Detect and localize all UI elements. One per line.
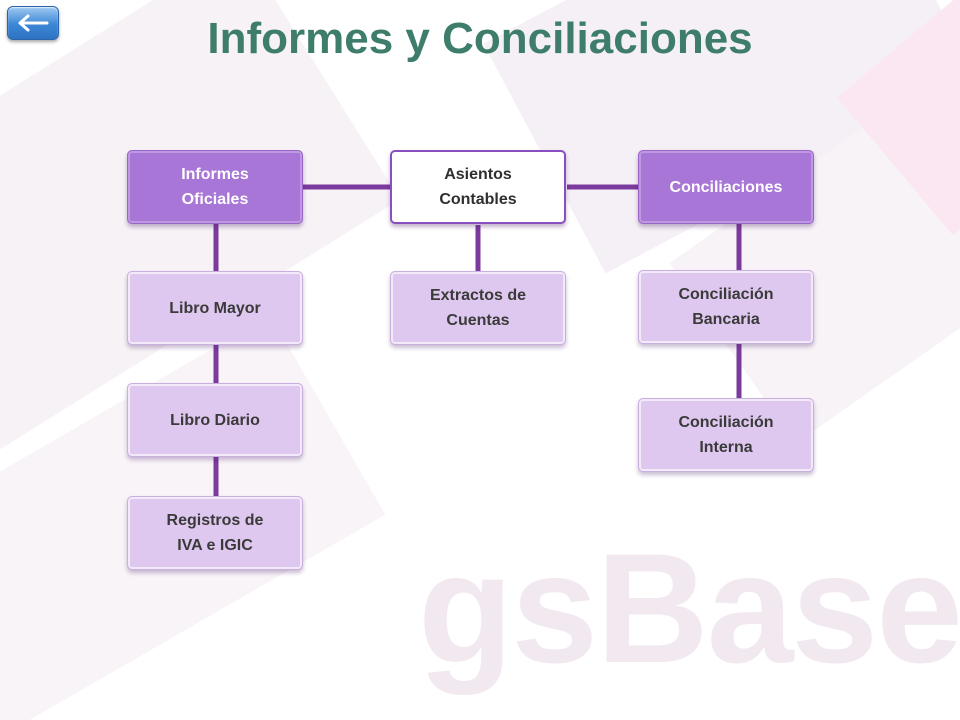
node-conciliaciones[interactable]: Conciliaciones <box>638 150 814 224</box>
left-arrow-icon <box>18 14 49 32</box>
gsbase-watermark: gsBase <box>418 522 960 696</box>
node-libro-mayor[interactable]: Libro Mayor <box>127 271 303 345</box>
node-informes-oficiales[interactable]: Informes Oficiales <box>127 150 303 224</box>
node-conciliacion-bancaria[interactable]: Conciliación Bancaria <box>638 270 814 344</box>
page-title: Informes y Conciliaciones <box>207 14 753 63</box>
node-conciliacion-interna[interactable]: Conciliación Interna <box>638 398 814 472</box>
node-asientos-contables[interactable]: Asientos Contables <box>390 150 566 224</box>
back-button[interactable] <box>7 6 59 40</box>
node-registros-iva-igic[interactable]: Registros de IVA e IGIC <box>127 496 303 570</box>
node-extractos-de-cuentas[interactable]: Extractos de Cuentas <box>390 271 566 345</box>
node-libro-diario[interactable]: Libro Diario <box>127 383 303 457</box>
